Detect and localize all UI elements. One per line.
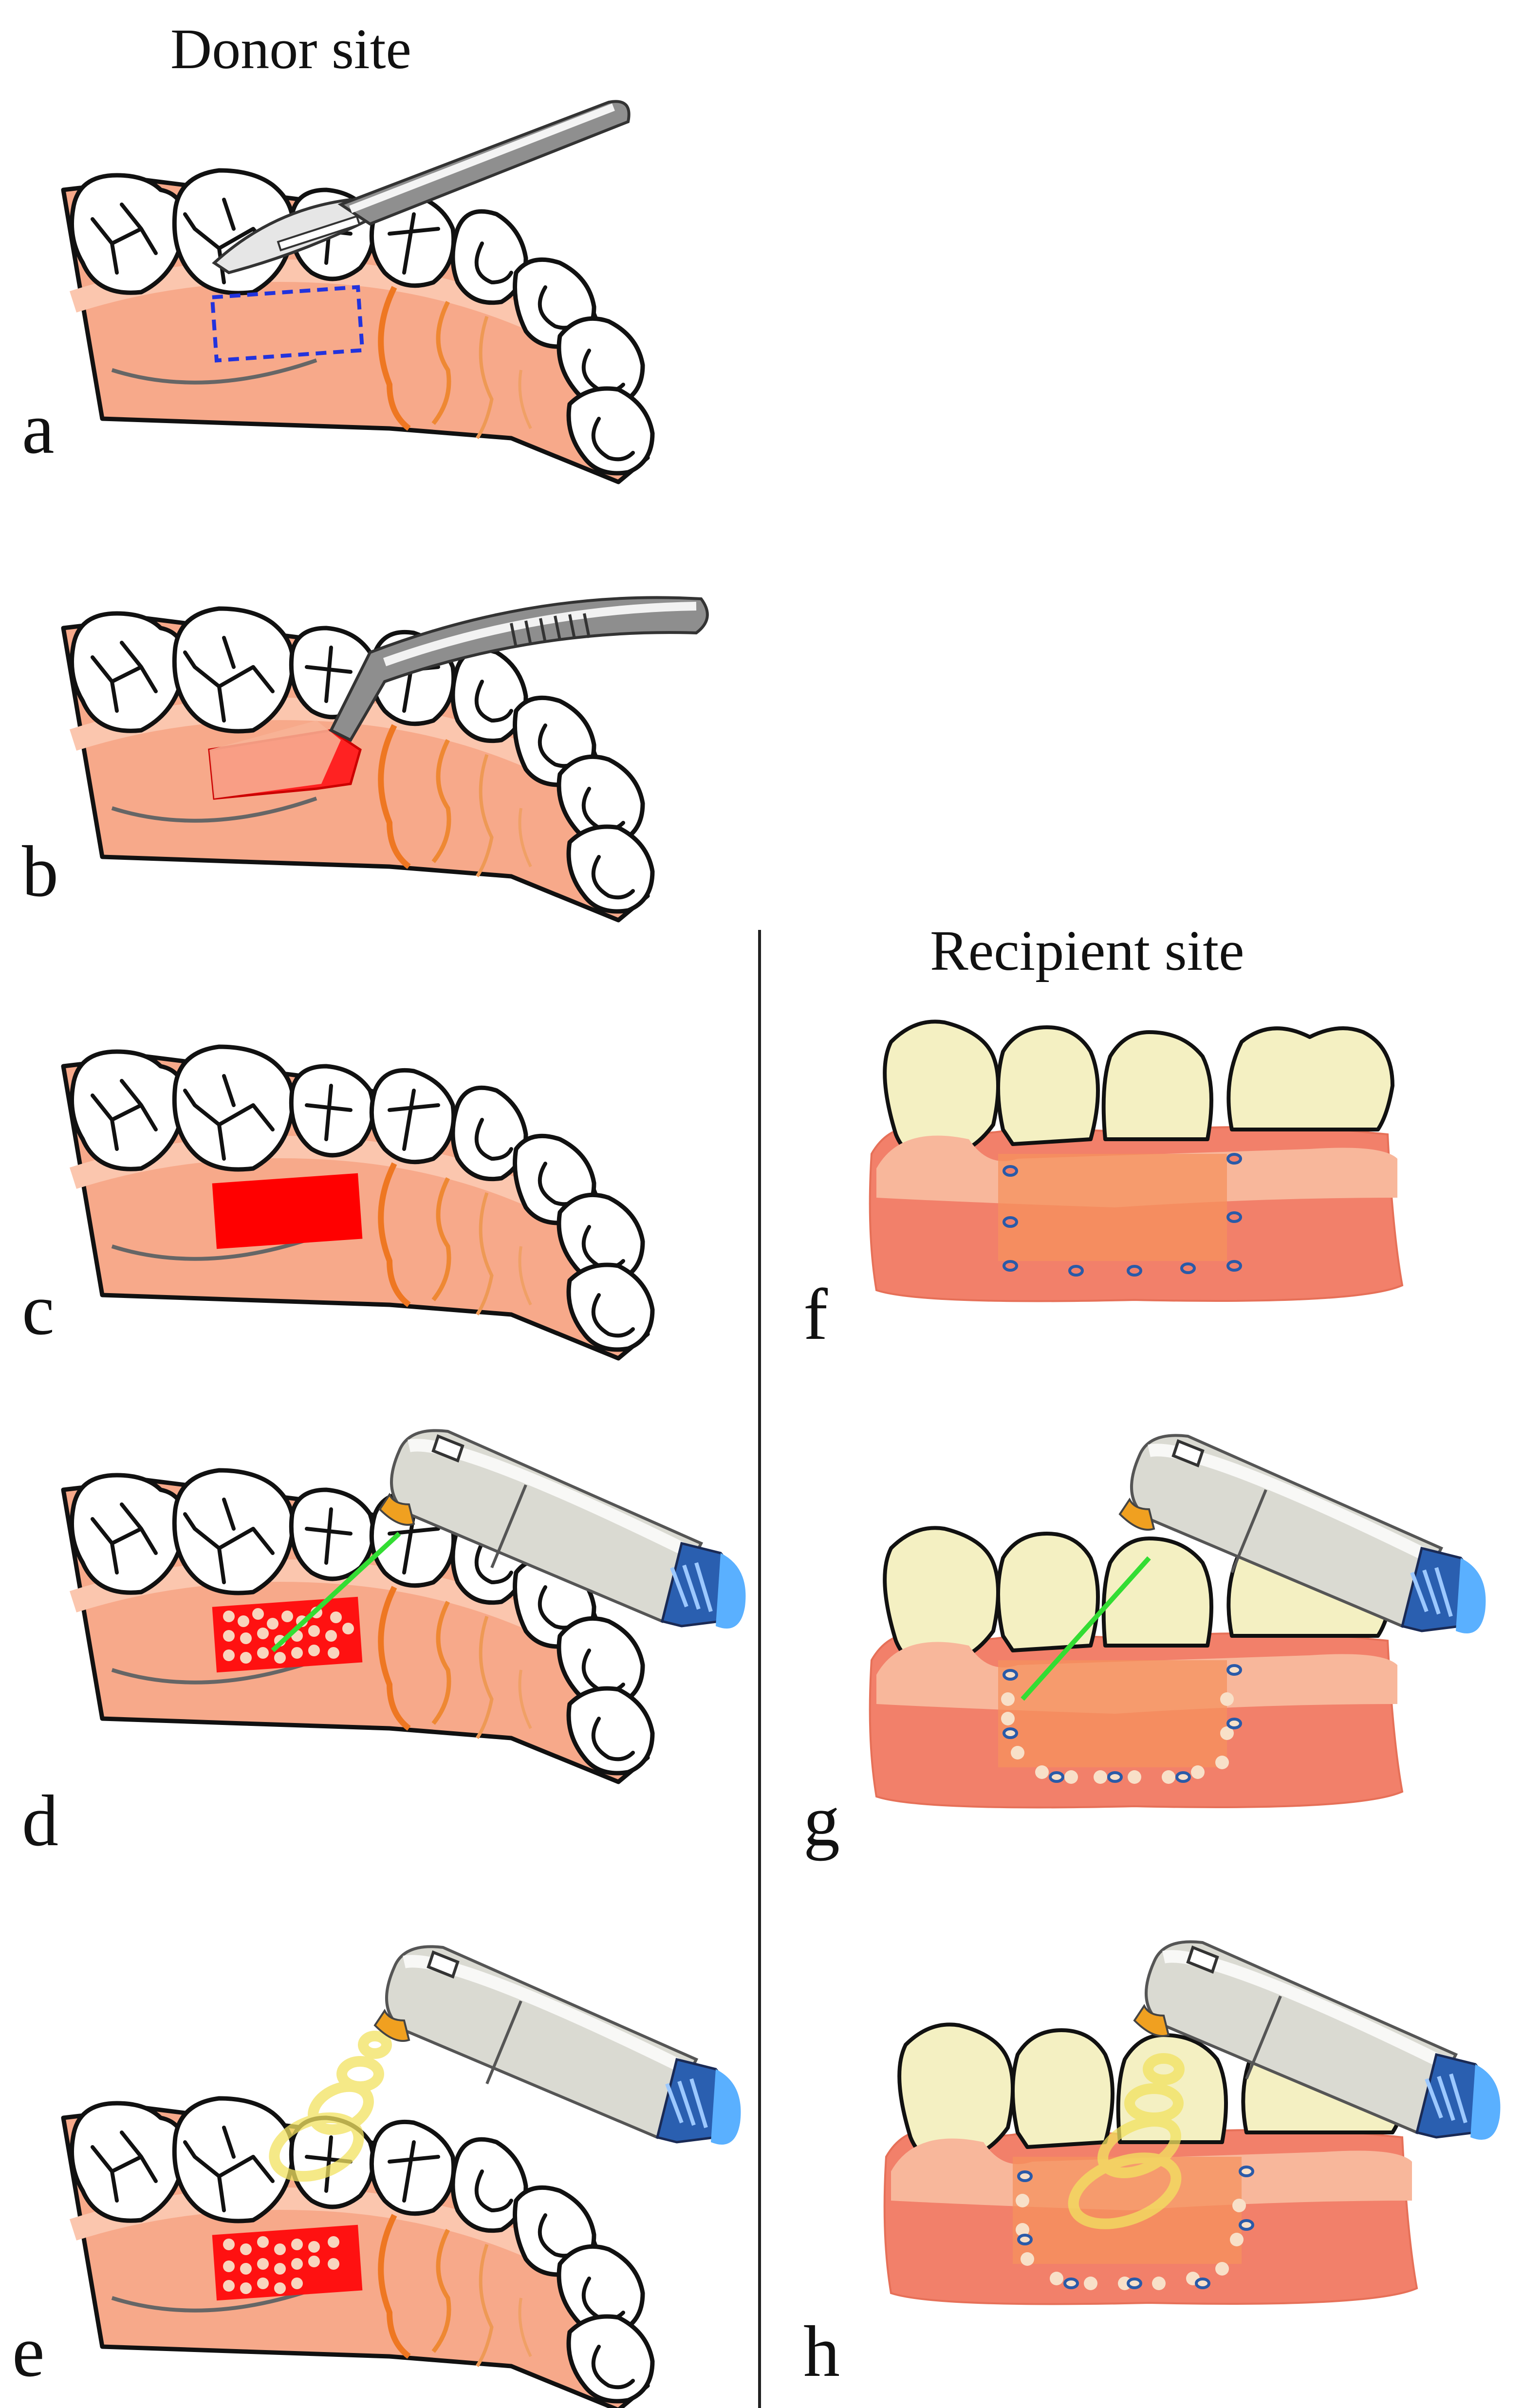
panel-label-b: b (22, 831, 58, 912)
panel-d: d (22, 1430, 745, 1861)
panel-label-a: a (22, 388, 55, 469)
panel-label-e: e (12, 2311, 45, 2392)
laser-beam (271, 1532, 401, 1652)
panel-f: f (803, 1021, 1402, 1355)
panel-g: g (803, 1435, 1486, 1861)
panel-label-g: g (803, 1780, 840, 1861)
sutures (1003, 1664, 1242, 1783)
panel-label-h: h (803, 2311, 840, 2392)
panel-e: e (12, 1946, 741, 2408)
led-light-cone (269, 2031, 392, 2182)
panel-label-d: d (22, 1780, 58, 1861)
panel-a: a (22, 100, 652, 482)
led-light-cone (1068, 2053, 1185, 2229)
incision-outline (210, 285, 365, 363)
panel-h: h (803, 1942, 1500, 2392)
led-handpiece-icon (375, 1946, 741, 2145)
laser-beam (1021, 1556, 1151, 1701)
scalpel-icon (212, 100, 631, 275)
sutures (1003, 1153, 1242, 1277)
panel-label-f: f (803, 1274, 828, 1355)
coagulum (1016, 2194, 1246, 2290)
recipient-site-heading: Recipient site (930, 919, 1244, 982)
panel-c: c (22, 1047, 652, 1358)
coagulum (1001, 1692, 1234, 1784)
coagulated-bed (212, 2224, 363, 2301)
donor-site-heading: Donor site (170, 17, 411, 81)
sutures (1017, 2166, 1254, 2289)
panel-label-c: c (22, 1269, 55, 1350)
lifted-epithelium (209, 721, 341, 798)
graft-bed (212, 1173, 363, 1249)
panel-b: b (22, 596, 709, 920)
tweezers-icon (329, 596, 709, 742)
